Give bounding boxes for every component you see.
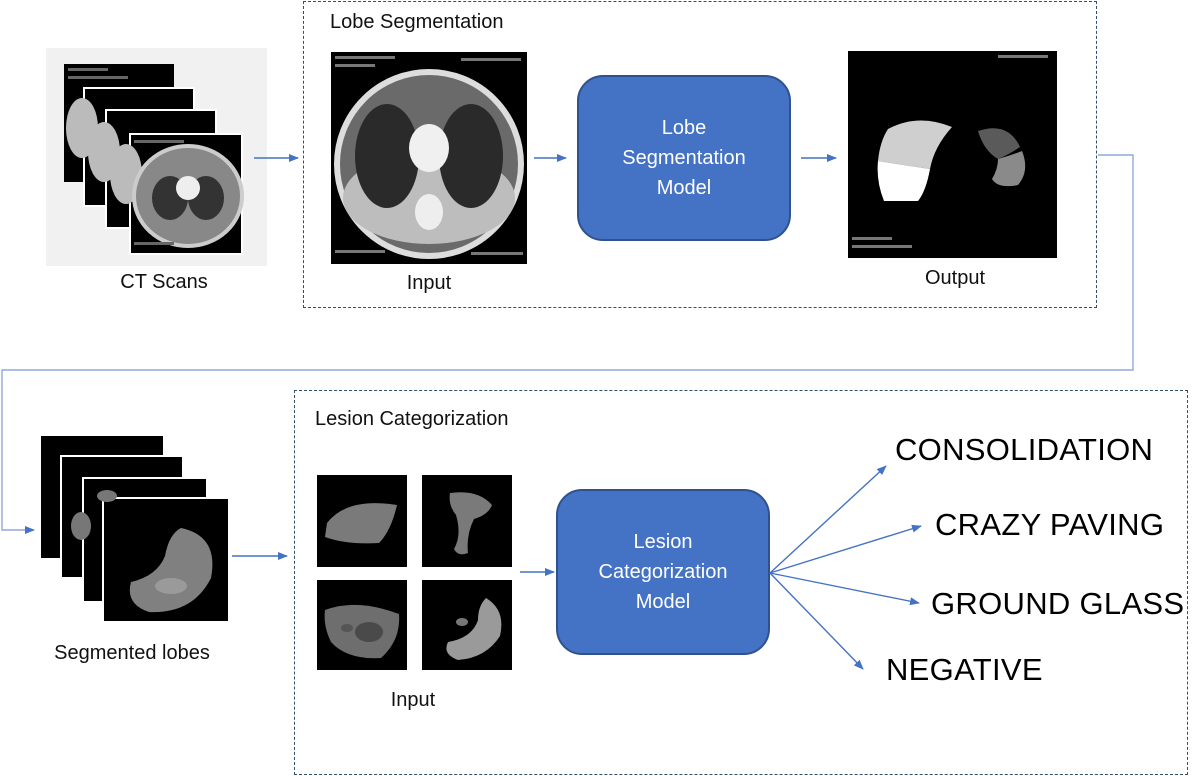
lesion-categorization-panel bbox=[294, 390, 1188, 775]
lesion-model-line2: Categorization bbox=[598, 561, 728, 583]
lesion-categorization-model-box: Lesion Categorization Model bbox=[556, 489, 770, 655]
lobe-crop-icon bbox=[325, 503, 397, 544]
ct-slice-image bbox=[331, 52, 527, 264]
lesion-categorization-title: Lesion Categorization bbox=[315, 408, 509, 430]
ct-scan-stack-image bbox=[46, 48, 267, 266]
lobe-crop-image-2 bbox=[422, 475, 512, 567]
arrow-to-ground-glass bbox=[769, 572, 920, 606]
lobe-crop-image-1 bbox=[317, 475, 407, 567]
lobe-crop-icon bbox=[446, 598, 502, 660]
lobe-segmentation-model-box: Lobe Segmentation Model bbox=[577, 75, 791, 241]
ct-scans-label: CT Scans bbox=[120, 271, 208, 293]
lobe-crop-image-3 bbox=[317, 580, 407, 670]
lobe-crop-icon bbox=[324, 604, 400, 659]
lobe-mask-icon bbox=[852, 55, 1048, 248]
lobe-mask-image bbox=[848, 51, 1057, 258]
lobe-segmentation-title: Lobe Segmentation bbox=[330, 11, 504, 33]
ct-scan-stack-icon bbox=[64, 64, 244, 255]
arrow-to-consolidation bbox=[769, 465, 887, 574]
lobe-crop-icon bbox=[449, 492, 492, 555]
connector-output-to-lobes bbox=[1, 154, 1134, 534]
lobe-crop-image-4 bbox=[422, 580, 512, 670]
segmented-lobes-label: Segmented lobes bbox=[54, 642, 210, 664]
lesion-input-label: Input bbox=[390, 689, 436, 711]
lobe-model-line1: Lobe bbox=[661, 117, 707, 139]
category-crazy-paving: CRAZY PAVING bbox=[935, 507, 1165, 542]
arrow-to-crazy-paving bbox=[769, 524, 922, 574]
lobe-segmentation-panel bbox=[303, 1, 1097, 308]
category-consolidation: CONSOLIDATION bbox=[895, 432, 1154, 467]
ct-slice-icon bbox=[334, 56, 524, 259]
lobe-input-label: Input bbox=[406, 272, 452, 294]
lesion-model-line1: Lesion bbox=[633, 531, 693, 553]
segmented-lobe-stack-icon bbox=[41, 436, 230, 623]
lobe-model-line2: Segmentation bbox=[622, 147, 746, 169]
category-negative: NEGATIVE bbox=[886, 652, 1043, 687]
lesion-model-line3: Model bbox=[635, 591, 691, 613]
category-ground-glass: GROUND GLASS bbox=[931, 586, 1185, 621]
lobe-model-line3: Model bbox=[656, 177, 712, 199]
arrow-to-negative bbox=[769, 572, 864, 670]
segmented-lobe-stack-image bbox=[41, 436, 230, 623]
lobe-output-label: Output bbox=[924, 267, 986, 289]
